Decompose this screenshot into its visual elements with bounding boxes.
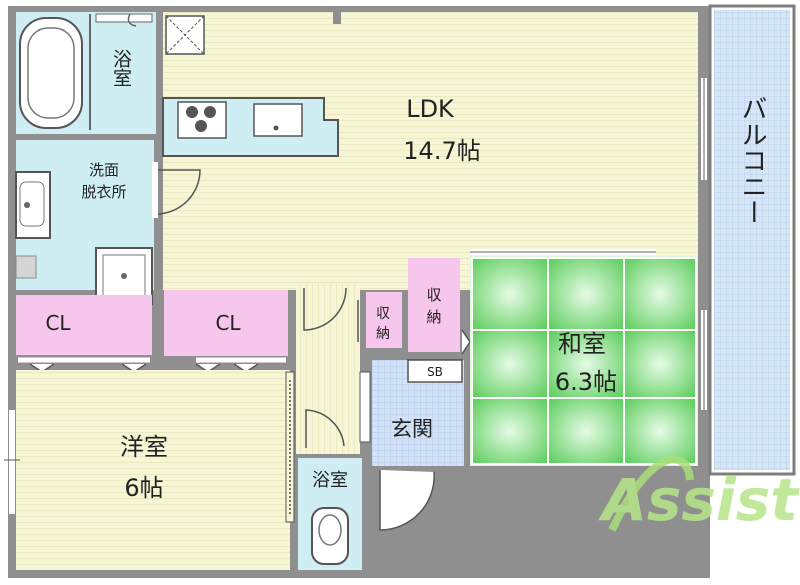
youshitsu-label: 洋室 — [120, 433, 168, 461]
storage-big — [408, 258, 460, 352]
youshitsu-sliding-door[interactable] — [285, 371, 295, 523]
washitsu-label: 和室 — [558, 330, 606, 358]
washroom-label-2: 脱衣所 — [81, 183, 126, 201]
youshitsu-floor — [16, 370, 290, 570]
assist-watermark: Assist — [598, 466, 800, 534]
washroom-label-1: 洗面 — [89, 161, 119, 179]
tatami-mats — [471, 257, 697, 465]
closet-left — [16, 295, 152, 355]
storage-small — [366, 292, 402, 348]
washitsu-size: 6.3帖 — [555, 368, 617, 396]
storage-big-label-1: 収 — [426, 286, 441, 304]
front-door[interactable] — [379, 470, 435, 531]
closet-right-label: CL — [215, 311, 241, 335]
balcony — [714, 10, 790, 470]
entrance-label: 玄関 — [391, 417, 433, 441]
washroom-door[interactable] — [155, 169, 201, 215]
ldk-label: LDK — [406, 95, 455, 123]
closet-left-label: CL — [45, 311, 71, 335]
bath-bottom-label: 浴室 — [312, 470, 348, 491]
storage-small-label-1: 収 — [376, 306, 390, 322]
kitchen-sink — [253, 103, 303, 137]
youshitsu-size: 6帖 — [124, 474, 163, 502]
storage-small-label-2: 納 — [376, 326, 390, 342]
assist-logo: Assist — [598, 455, 800, 534]
shoe-box-label: SB — [427, 365, 443, 379]
closet-right — [164, 290, 288, 356]
storage-big-label-2: 納 — [426, 308, 441, 326]
balcony-label: バルコニー — [737, 95, 767, 225]
stove — [177, 101, 227, 139]
bath-top-label-1: 浴室 — [110, 49, 132, 87]
ldk-size: 14.7帖 — [403, 137, 480, 165]
